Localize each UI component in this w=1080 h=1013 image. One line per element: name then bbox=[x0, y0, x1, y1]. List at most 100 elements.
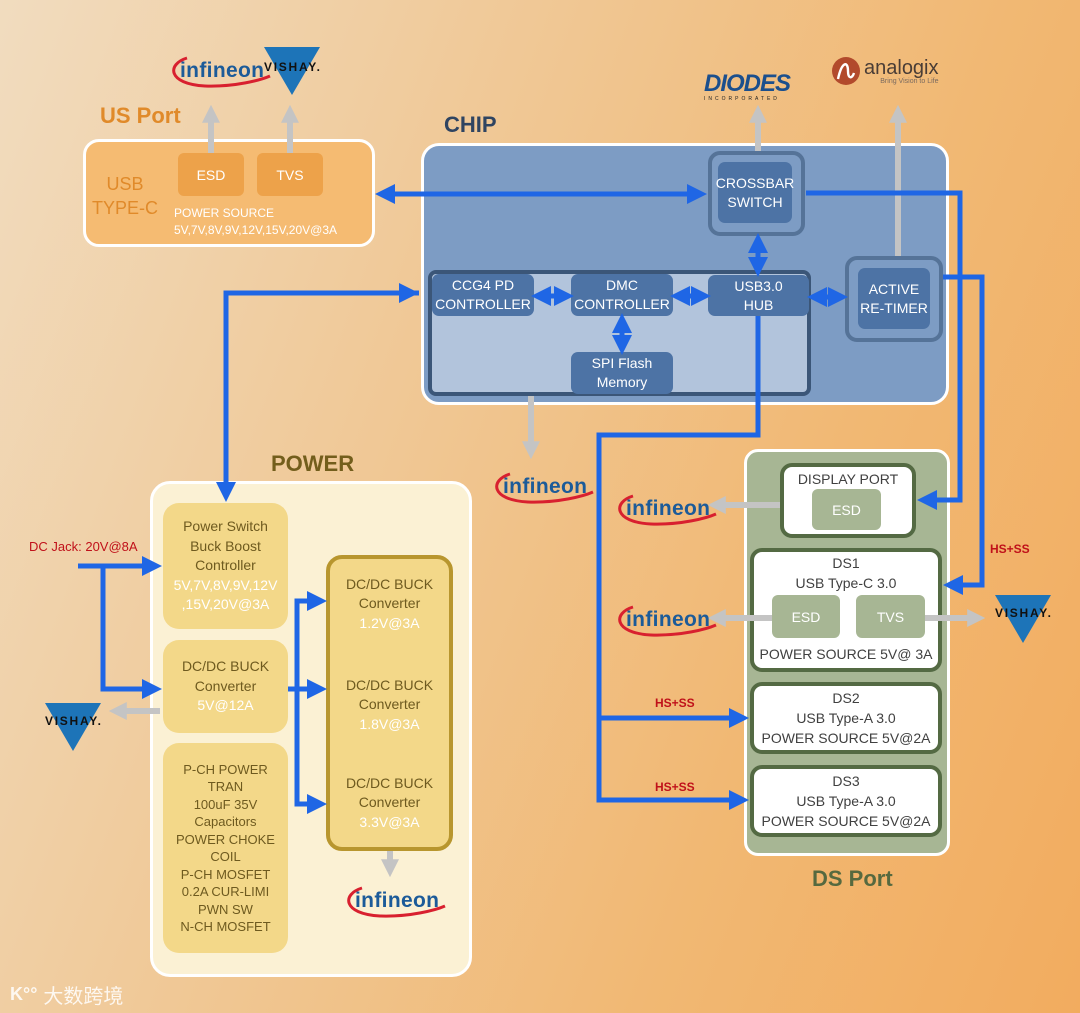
buck-main-value: 5V@12A bbox=[197, 697, 254, 714]
display-port-esd-label: ESD bbox=[832, 501, 861, 518]
hs-ss-label-ds1: HS+SS bbox=[990, 542, 1030, 556]
usb3-hub: USB3.0 HUB bbox=[708, 275, 809, 316]
diodes-subtext: INCORPORATED bbox=[704, 96, 780, 102]
buck-title: DC/DC BUCK bbox=[345, 774, 434, 791]
infineon-wordmark: infineon bbox=[626, 497, 710, 520]
ds2-type: USB Type-A 3.0 bbox=[796, 710, 896, 726]
vishay-triangle-icon: VISHAY. bbox=[995, 595, 1051, 643]
dcdc-buck-3v3: DC/DC BUCK Converter 3.3V@3A bbox=[331, 761, 448, 845]
vishay-wordmark: VISHAY. bbox=[995, 606, 1051, 620]
ds1-tvs-label: TVS bbox=[876, 608, 905, 625]
infineon-wordmark: infineon bbox=[180, 59, 264, 82]
us-power-source-values: 5V,7V,8V,9V,12V,15V,20V@3A bbox=[174, 223, 338, 237]
ds3-card: DS3 USB Type-A 3.0 POWER SOURCE 5V@2A bbox=[750, 765, 942, 837]
vishay-triangle-icon: VISHAY. bbox=[264, 47, 320, 95]
power-switch-values2: ,15V,20V@3A bbox=[181, 596, 270, 613]
infineon-logo-us: infineon bbox=[172, 56, 271, 88]
ds3-power: POWER SOURCE 5V@2A bbox=[761, 813, 931, 829]
vishay-logo-power: VISHAY. bbox=[43, 703, 103, 756]
ds2-card: DS2 USB Type-A 3.0 POWER SOURCE 5V@2A bbox=[750, 682, 942, 754]
power-switch-line2: Buck Boost bbox=[190, 537, 261, 554]
vishay-logo-us: VISHAY. bbox=[262, 47, 322, 100]
dcjack-buck-wire bbox=[100, 566, 163, 699]
power-components-list: P-CH POWER TRAN 100uF 35V Capacitors POW… bbox=[163, 743, 288, 953]
buck-sub: Converter bbox=[358, 696, 421, 713]
buck-sub: Converter bbox=[358, 794, 421, 811]
vishay-logo-ds1: VISHAY. bbox=[993, 595, 1053, 648]
us-port-name-line1: USB bbox=[106, 174, 144, 194]
component-item: COIL bbox=[210, 849, 241, 864]
component-item: N-CH MOSFET bbox=[180, 919, 271, 934]
analogix-logo: analogix Bring Vision to Life bbox=[832, 57, 939, 85]
component-item: Capacitors bbox=[194, 814, 257, 829]
hub-line1: USB3.0 bbox=[734, 277, 783, 294]
buck-value: 1.2V@3A bbox=[359, 614, 420, 631]
component-item: POWER CHOKE bbox=[176, 831, 275, 847]
dmc-line1: DMC bbox=[606, 277, 638, 293]
ds2-power: POWER SOURCE 5V@2A bbox=[761, 730, 931, 746]
buck-sub: Converter bbox=[358, 595, 421, 612]
infineon-wordmark: infineon bbox=[626, 608, 710, 631]
infineon-logo-chip: infineon bbox=[495, 472, 594, 504]
diodes-logo: DIODES INCORPORATED bbox=[704, 70, 808, 103]
component-item: 100uF 35V bbox=[193, 796, 258, 812]
spi-line1: SPI Flash bbox=[591, 355, 653, 371]
component-item: PWN SW bbox=[198, 901, 253, 917]
us-power-source-label: POWER SOURCE bbox=[174, 206, 275, 220]
ds1-esd: ESD bbox=[772, 595, 840, 638]
ds1-type: USB Type-C 3.0 bbox=[795, 575, 897, 591]
power-switch-controller: Power Switch Buck Boost Controller 5V,7V… bbox=[163, 503, 288, 629]
ds3-name: DS3 bbox=[832, 773, 860, 789]
us-tvs-label: TVS bbox=[276, 166, 304, 183]
ds1-tvs: TVS bbox=[856, 595, 925, 638]
watermark-text: 大数跨境 bbox=[43, 986, 124, 1008]
watermark: K°° 大数跨境 bbox=[10, 980, 123, 1009]
crossbar-line1: CROSSBAR bbox=[715, 174, 795, 191]
us-port-name-line2: TYPE-C bbox=[91, 198, 158, 218]
component-item: P-CH MOSFET bbox=[180, 866, 271, 882]
diodes-wordmark: DIODES bbox=[704, 70, 791, 97]
buck-title: DC/DC BUCK bbox=[345, 676, 434, 693]
us-esd-block: ESD bbox=[178, 153, 244, 196]
buck-value: 3.3V@3A bbox=[359, 813, 420, 830]
hub-line2: HUB bbox=[743, 296, 774, 313]
infineon-wordmark: infineon bbox=[503, 475, 587, 498]
us-port-name: USB TYPE-C bbox=[90, 172, 160, 220]
dmc-line2: CONTROLLER bbox=[574, 296, 670, 312]
analogix-tagline: Bring Vision to Life bbox=[880, 77, 939, 85]
display-port-esd: ESD bbox=[812, 489, 881, 530]
dcdc-buck-1v2: DC/DC BUCK Converter 1.2V@3A bbox=[331, 560, 448, 648]
ds-port-title: DS Port bbox=[812, 866, 893, 891]
dcdc-buck-5v: DC/DC BUCK Converter 5V@12A bbox=[163, 640, 288, 733]
vishay-wordmark: VISHAY. bbox=[264, 60, 320, 74]
infineon-logo-power: infineon bbox=[347, 886, 446, 918]
component-item: 0.2A CUR-LIMI bbox=[181, 884, 270, 899]
retimer-line2: RE-TIMER bbox=[860, 299, 928, 316]
dmc-controller: DMC CONTROLLER bbox=[571, 274, 673, 316]
hs-ss-label-ds2: HS+SS bbox=[655, 696, 695, 710]
hs-ss-label-ds3: HS+SS bbox=[655, 780, 695, 794]
ccg4-line1: CCG4 PD bbox=[451, 277, 515, 293]
buck-main-line2: Converter bbox=[194, 677, 257, 694]
watermark-logo-icon: K°° bbox=[10, 984, 38, 1004]
us-port-title: US Port bbox=[100, 103, 181, 128]
power-title: POWER bbox=[271, 451, 355, 476]
ds3-type: USB Type-A 3.0 bbox=[796, 793, 896, 809]
display-port-label: DISPLAY PORT bbox=[797, 471, 899, 487]
spi-flash-memory: SPI Flash Memory bbox=[571, 352, 673, 394]
dc-jack-label: DC Jack: 20V@8A bbox=[29, 539, 138, 554]
infineon-wordmark: infineon bbox=[355, 889, 439, 912]
power-switch-line1: Power Switch bbox=[183, 518, 268, 535]
dcdc-buck-1v8: DC/DC BUCK Converter 1.8V@3A bbox=[331, 659, 448, 751]
ds1-name: DS1 bbox=[832, 555, 860, 571]
us-power-source: POWER SOURCE 5V,7V,8V,9V,12V,15V,20V@3A bbox=[174, 205, 337, 239]
power-switch-values1: 5V,7V,8V,9V,12V bbox=[173, 576, 278, 593]
active-retimer: ACTIVE RE-TIMER bbox=[858, 268, 930, 329]
chip-title: CHIP bbox=[444, 112, 497, 137]
ccg4-line2: CONTROLLER bbox=[435, 296, 531, 312]
spi-line2: Memory bbox=[596, 374, 648, 390]
component-item: TRAN bbox=[207, 779, 244, 794]
crossbar-switch: CROSSBAR SWITCH bbox=[715, 162, 795, 223]
ccg4-pd-controller: CCG4 PD CONTROLLER bbox=[432, 274, 534, 316]
us-tvs-block: TVS bbox=[257, 153, 323, 196]
